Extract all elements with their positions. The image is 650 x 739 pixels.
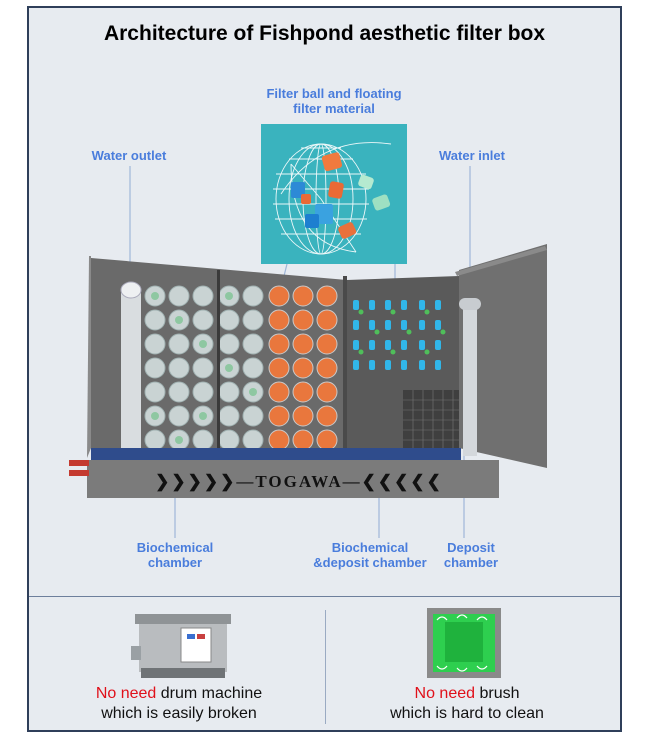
deposit-chamber-label-line2: chamber bbox=[443, 555, 499, 570]
section-divider bbox=[29, 596, 620, 597]
water-inlet-label: Water inlet bbox=[439, 148, 505, 163]
biochemical-deposit-label-line2: &deposit chamber bbox=[313, 555, 427, 570]
brush-filter-image bbox=[427, 608, 501, 678]
diagram-title: Architecture of Fishpond aesthetic filte… bbox=[103, 22, 546, 45]
no-need-highlight: No need bbox=[95, 685, 157, 702]
brush-caption-line1: No need brush bbox=[337, 684, 597, 704]
biochemical-deposit-chamber-label: Biochemical &deposit chamber bbox=[295, 540, 445, 570]
filter-ball-label-line2: filter material bbox=[293, 101, 375, 116]
biochemical-chamber-label-line1: Biochemical bbox=[136, 540, 214, 555]
water-inlet-pipe bbox=[463, 306, 477, 456]
water-outlet-pipe bbox=[121, 292, 141, 462]
filter-ball-label: Filter ball and floating filter material bbox=[229, 86, 439, 116]
deposit-chamber-mesh bbox=[403, 390, 459, 448]
drum-machine-text: drum machine bbox=[156, 685, 263, 702]
no-need-highlight: No need bbox=[414, 685, 476, 702]
tank-base-front bbox=[87, 460, 499, 498]
brush-caption-line2: which is hard to clean bbox=[390, 705, 544, 722]
filter-box-illustration bbox=[69, 166, 547, 538]
drum-machine-image bbox=[131, 614, 231, 678]
biochemical-chamber-label-line2: chamber bbox=[147, 555, 203, 570]
brush-caption: No need brush which is hard to clean bbox=[337, 684, 597, 724]
deposit-chamber-label-line1: Deposit bbox=[447, 540, 495, 555]
floating-filter-material bbox=[353, 300, 446, 370]
diagram-frame: Architecture of Fishpond aesthetic filte… bbox=[27, 6, 622, 732]
filter-ball-label-line1: Filter ball and floating bbox=[266, 86, 402, 101]
drum-machine-caption: No need drum machine which is easily bro… bbox=[49, 684, 309, 724]
brand-label: ❯❯❯❯❯—TOGAWA—❮❮❮❮❮ bbox=[155, 472, 443, 491]
biochemical-chamber-label: Biochemical chamber bbox=[105, 540, 245, 570]
tank-right-panel bbox=[459, 244, 547, 468]
base-grid bbox=[91, 448, 461, 460]
filter-ball-illustration bbox=[273, 142, 392, 255]
deposit-chamber-label: Deposit chamber bbox=[431, 540, 511, 570]
water-outlet-label: Water outlet bbox=[91, 148, 167, 163]
filter-ball-inset bbox=[261, 124, 407, 264]
biochemical-filter-balls bbox=[144, 285, 338, 451]
brush-text: brush bbox=[475, 685, 520, 702]
drum-machine-caption-line2: which is easily broken bbox=[101, 705, 257, 722]
drum-machine-caption-line1: No need drum machine bbox=[49, 684, 309, 704]
bottom-column-divider bbox=[325, 610, 326, 724]
biochemical-deposit-label-line1: Biochemical bbox=[331, 540, 409, 555]
